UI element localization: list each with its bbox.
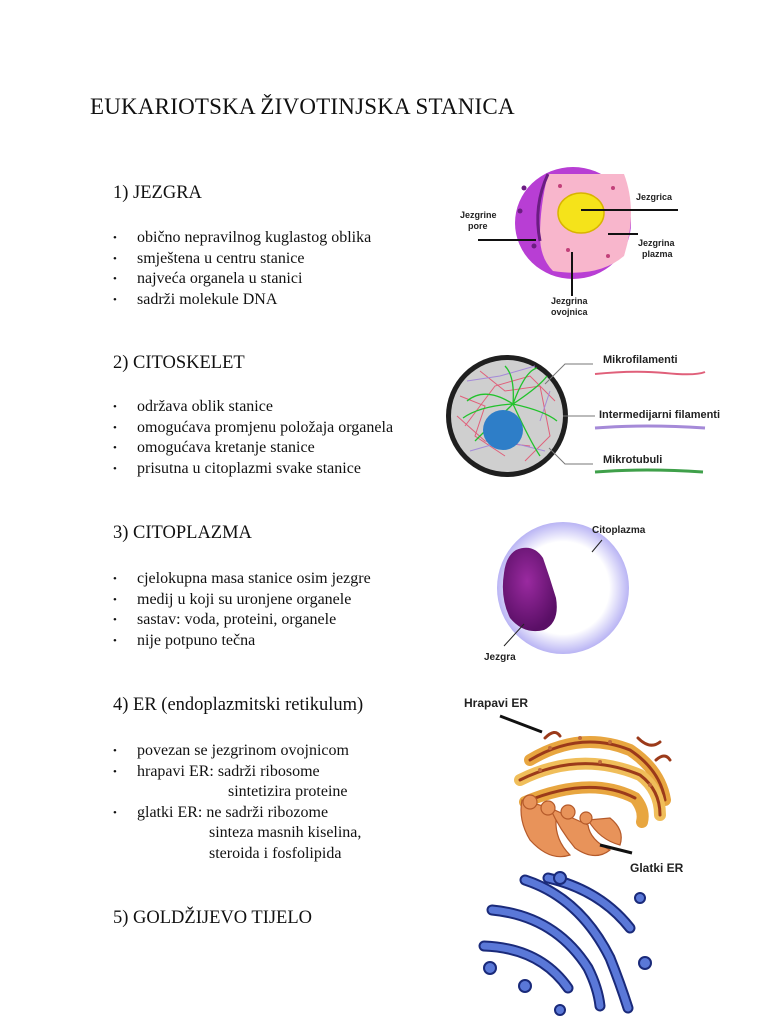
rough-er-shape [514, 731, 672, 828]
bullet-icon: • [113, 806, 117, 819]
bullet-icon: • [113, 421, 117, 434]
label-microfilaments: Mikrofilamenti [603, 354, 678, 366]
list-item: •nije potpuno tečna [113, 631, 371, 652]
bullet-icon: • [113, 573, 117, 585]
list-item: •omogućava promjenu položaja organela [113, 418, 393, 439]
list-item: •povezan se jezgrinom ovojnicom [113, 741, 361, 762]
bullet-list-er: •povezan se jezgrinom ovojnicom •hrapavi… [113, 741, 361, 865]
list-item: •hrapavi ER: sadrži ribosome sintetizira… [113, 762, 348, 801]
list-item: •obično nepravilnog kuglastog oblika [113, 228, 371, 249]
bullet-icon: • [113, 462, 117, 475]
golgi-vesicles-shape [483, 871, 652, 1016]
list-item: •cjelokupna masa stanice osim jezgre [113, 569, 371, 590]
label-envelope-2: ovojnica [551, 307, 589, 317]
label-plasma-2: plazma [642, 249, 674, 259]
bullet-list-citoplazma: •cjelokupna masa stanice osim jezgre •me… [113, 569, 371, 651]
bullet-icon: • [113, 232, 117, 244]
label-nucleolus: Jezgrica [636, 192, 673, 202]
list-item: •medij u koji su uronjene organele [113, 590, 371, 611]
bullet-icon: • [113, 273, 117, 286]
list-item: •omogućava kretanje stanice [113, 438, 393, 459]
list-item: •glatki ER: ne sadrži ribozome sinteza m… [113, 803, 362, 862]
label-nucleus: Jezgra [484, 652, 516, 663]
list-item: •sadrži molekule DNA [113, 290, 371, 311]
list-item: •prisutna u citoplazmi svake stanice [113, 459, 393, 480]
label-intermediate-filaments: Intermedijarni filamenti [599, 409, 720, 421]
bullet-icon: • [113, 293, 117, 306]
section-heading-citoskelet: 2) CITOSKELET [113, 353, 245, 373]
cytoplasm-diagram: Citoplazma Jezgra [484, 522, 646, 663]
section-heading-er: 4) ER (endoplazmitski retikulum) [113, 695, 364, 715]
label-envelope-1: Jezgrina [551, 296, 589, 306]
bullet-icon: • [113, 614, 117, 627]
label-microtubules: Mikrotubuli [603, 454, 662, 466]
er-diagram: Hrapavi ER Glatki ER [464, 696, 684, 875]
list-item: •najveća organela u stanici [113, 269, 371, 290]
label-smooth-er: Glatki ER [630, 861, 684, 875]
label-pores-1: Jezgrine [460, 210, 497, 220]
golgi-diagram [478, 871, 652, 1016]
bullet-icon: • [113, 401, 117, 413]
nucleus-diagram: Jezgrine pore Jezgrica Jezgrina plazma J… [460, 167, 678, 317]
cytoskeleton-diagram: Mikrofilamenti Intermedijarni filamenti … [446, 354, 720, 477]
bullet-icon: • [113, 765, 117, 778]
bullet-list-citoskelet: •održava oblik stanice •omogućava promje… [113, 397, 393, 479]
nucleus-shape [502, 547, 557, 632]
label-cytoplasm: Citoplazma [592, 525, 646, 536]
list-item: •smještena u centru stanice [113, 249, 371, 270]
label-pores-2: pore [468, 221, 488, 231]
smooth-er-shape [520, 794, 622, 858]
label-rough-er: Hrapavi ER [464, 696, 528, 710]
bullet-icon: • [113, 442, 117, 455]
bullet-icon: • [113, 252, 117, 265]
label-plasma-1: Jezgrina [638, 238, 676, 248]
section-heading-golgi: 5) GOLDŽIJEVO TIJELO [113, 908, 313, 928]
bullet-list-jezgra: •obično nepravilnog kuglastog oblika •sm… [113, 228, 371, 310]
page-title: EUKARIOTSKA ŽIVOTINJSKA STANICA [90, 94, 515, 119]
list-item: •održava oblik stanice [113, 397, 393, 418]
bullet-icon: • [113, 745, 117, 757]
section-heading-jezgra: 1) JEZGRA [113, 183, 202, 203]
section-heading-citoplazma: 3) CITOPLAZMA [113, 523, 252, 543]
list-item: •sastav: voda, proteini, organele [113, 610, 371, 631]
nucleolus-shape [557, 192, 605, 234]
nucleus-shape [483, 410, 523, 450]
bullet-icon: • [113, 593, 117, 606]
bullet-icon: • [113, 634, 117, 647]
